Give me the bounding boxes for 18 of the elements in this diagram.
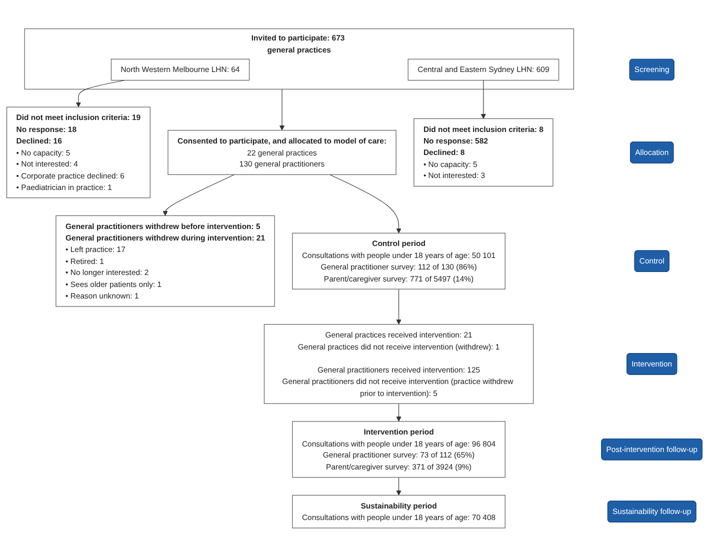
node-box xyxy=(408,58,560,80)
arrow xyxy=(396,476,402,496)
arrow xyxy=(162,174,235,216)
node-box xyxy=(168,130,396,175)
node-box xyxy=(292,232,506,290)
node-box xyxy=(414,118,554,186)
arrow xyxy=(396,288,402,324)
node-box xyxy=(292,494,506,528)
node-box xyxy=(56,215,275,306)
arrow xyxy=(329,174,402,233)
node-box xyxy=(6,106,150,198)
cluster xyxy=(24,28,574,90)
node-box xyxy=(264,324,534,404)
arrow xyxy=(396,402,402,422)
arrow xyxy=(480,80,486,119)
arrow xyxy=(279,88,285,130)
node-box xyxy=(292,420,506,478)
node-box xyxy=(110,58,250,80)
